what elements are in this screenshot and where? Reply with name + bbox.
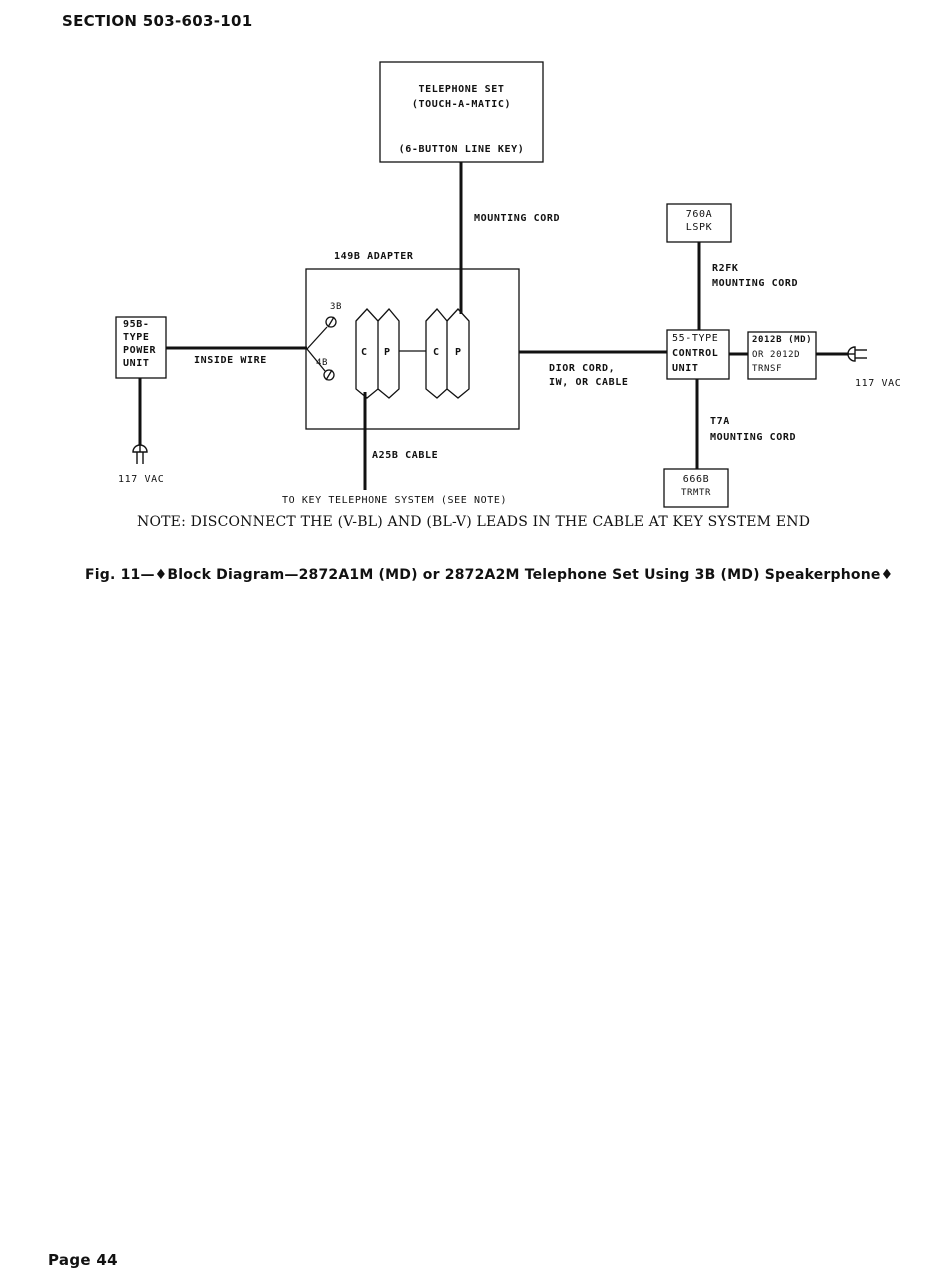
adapter-label: 149B ADAPTER xyxy=(334,251,414,262)
lspk-model: 760A xyxy=(685,209,713,220)
transformer-line3: TRNSF xyxy=(752,364,783,374)
plug-pair-2 xyxy=(425,308,470,399)
adapter-box xyxy=(305,268,520,430)
terminal-4b-icon xyxy=(323,369,335,381)
section-header: SECTION 503-603-101 xyxy=(62,12,253,30)
telephone-set-title: TELEPHONE SET xyxy=(418,84,505,95)
terminal-4b-label: 4B xyxy=(316,358,329,368)
vac-right-label: 117 VAC xyxy=(855,378,902,389)
transformer-line1: 2012B (MD) xyxy=(752,335,813,345)
note-text: NOTE: DISCONNECT THE (V-BL) AND (BL-V) L… xyxy=(137,514,811,530)
control-unit-line1: 55-TYPE xyxy=(672,333,719,344)
a25b-cable-label: A25B CABLE xyxy=(372,450,439,461)
ac-plug-left-icon xyxy=(132,444,148,464)
vac-left-label: 117 VAC xyxy=(118,474,165,485)
plug1-c-label: C xyxy=(361,347,368,358)
plug2-p-label: P xyxy=(455,347,462,358)
control-unit-line3: UNIT xyxy=(672,363,699,374)
telephone-set-key: (6-BUTTON LINE KEY) xyxy=(398,144,525,155)
dior-cord-line2: IW, OR CABLE xyxy=(549,377,629,388)
transformer-line2: OR 2012D xyxy=(752,350,801,360)
power-unit-line3: POWER xyxy=(123,345,157,356)
mounting-cord-label: MOUNTING CORD xyxy=(474,213,561,224)
telephone-set-model: (TOUCH-A-MATIC) xyxy=(411,99,512,110)
inside-wire-label: INSIDE WIRE xyxy=(194,355,267,366)
ac-plug-right-icon xyxy=(847,346,867,362)
t7a-label: T7A xyxy=(710,416,730,427)
figure-caption: Fig. 11—♦Block Diagram—2872A1M (MD) or 2… xyxy=(85,567,894,583)
plug2-c-label: C xyxy=(433,347,440,358)
page-number: Page 44 xyxy=(48,1251,118,1269)
dior-cord-line1: DIOR CORD, xyxy=(549,363,616,374)
power-unit-line4: UNIT xyxy=(123,358,150,369)
trmtr-label: TRMTR xyxy=(680,488,712,498)
t7a-cord-label: MOUNTING CORD xyxy=(710,432,797,443)
plug-pair-1 xyxy=(355,308,400,399)
power-unit-line2: TYPE xyxy=(123,332,150,343)
r2fk-label: R2FK xyxy=(712,263,739,274)
lspk-label: LSPK xyxy=(685,222,713,233)
plug1-p-label: P xyxy=(384,347,391,358)
power-unit-line1: 95B- xyxy=(123,319,150,330)
control-unit-line2: CONTROL xyxy=(672,348,719,359)
to-key-system-label: TO KEY TELEPHONE SYSTEM (SEE NOTE) xyxy=(282,495,508,506)
r2fk-cord-label: MOUNTING CORD xyxy=(712,278,799,289)
terminal-3b-label: 3B xyxy=(330,302,343,312)
trmtr-model: 666B xyxy=(682,474,710,485)
terminal-3b-icon xyxy=(325,316,337,328)
